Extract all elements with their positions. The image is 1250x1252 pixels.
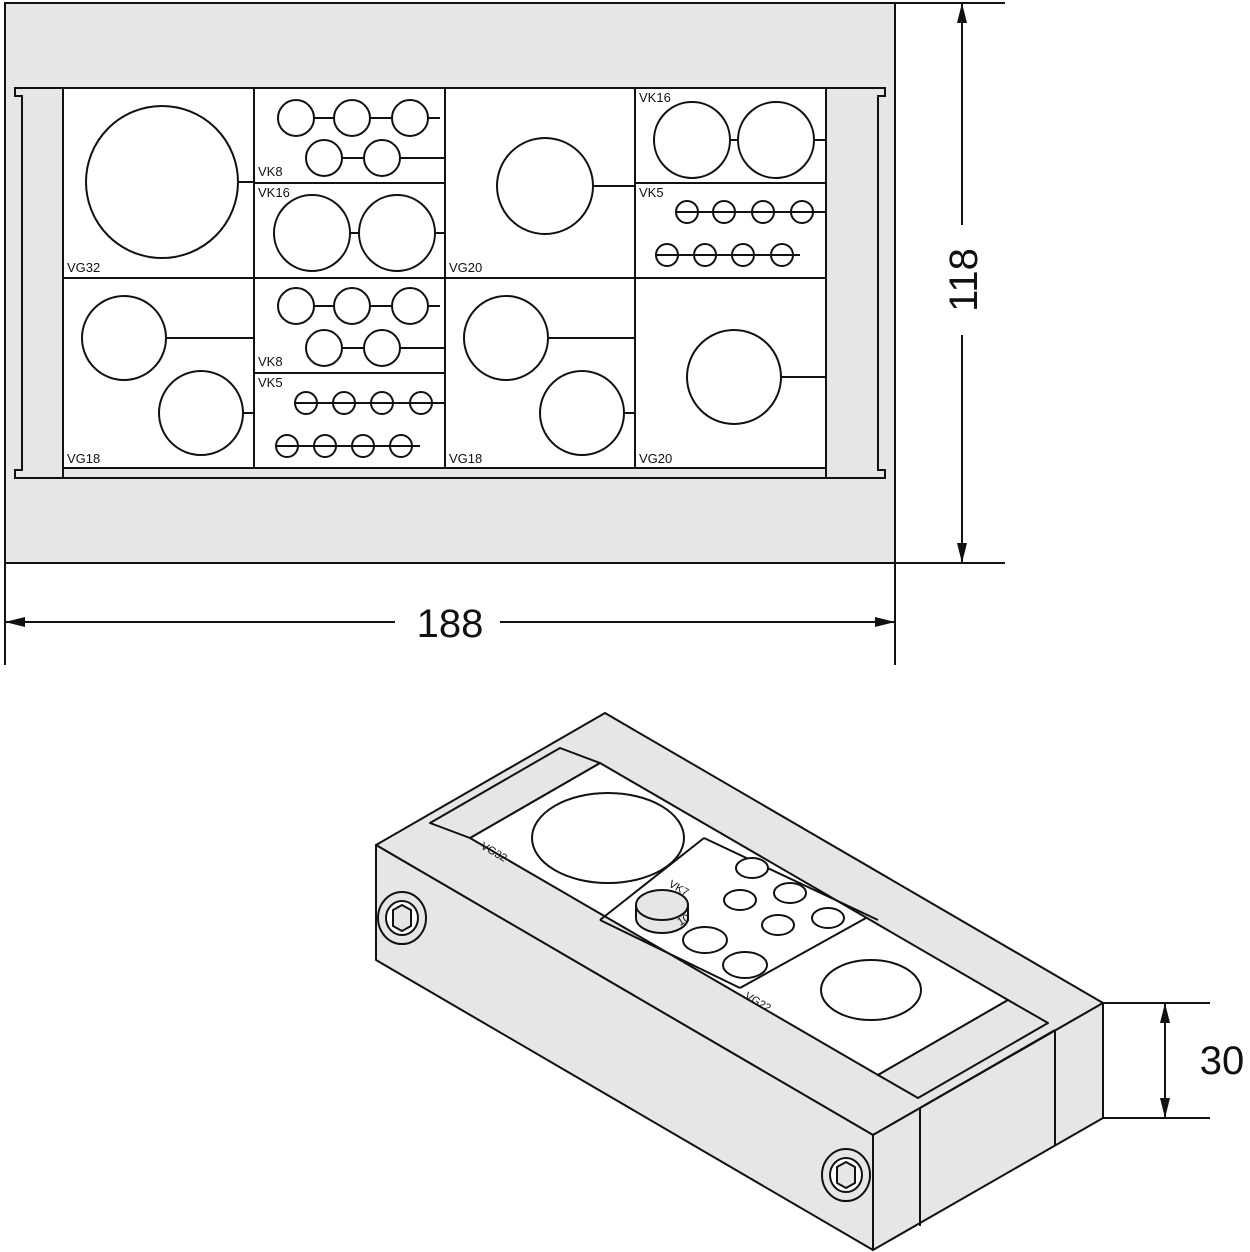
- label-vk8-bottom: VK8: [258, 354, 283, 369]
- top-view: [4, 2, 896, 564]
- dimension-lines-top: [4, 2, 1005, 665]
- vk16-left-module: [273, 194, 445, 272]
- label-vg32: VG32: [67, 260, 100, 275]
- iso-label-10: 10: [676, 912, 693, 929]
- vk8-bottom-module: [277, 287, 445, 367]
- right-side-bar: [825, 87, 886, 479]
- vk16-right-module: [653, 101, 826, 179]
- label-vg20-bottom: VG20: [639, 451, 672, 466]
- dimension-depth: 30: [1200, 1039, 1245, 1083]
- vk8-top-module: [277, 99, 445, 177]
- label-vk5-top: VK5: [639, 185, 664, 200]
- dimension-lines-iso: [1103, 1002, 1210, 1119]
- label-vk8-top: VK8: [258, 164, 283, 179]
- label-vk16-left: VK16: [258, 185, 290, 200]
- vg18-left-module: [81, 295, 254, 456]
- dimension-width: 188: [417, 602, 484, 646]
- vg32-module: [85, 105, 254, 259]
- vg20-top-module: [496, 137, 635, 235]
- vg20-bottom-module: [686, 329, 826, 425]
- dimension-height: 118: [942, 248, 986, 312]
- vg18-mid-module: [463, 295, 635, 456]
- label-vg18-mid: VG18: [449, 451, 482, 466]
- vk5-bottom-module: [275, 391, 445, 458]
- iso-view: [375, 712, 1104, 1251]
- top-view-labels: VG32 VK8 VK16 VG20 VK16 VK5 VG18 VK8 VK5…: [67, 90, 672, 466]
- label-vk5-bottom: VK5: [258, 375, 283, 390]
- left-side-bar: [14, 87, 64, 479]
- screw-right: [821, 1148, 871, 1202]
- label-vg20-top: VG20: [449, 260, 482, 275]
- vk5-top-module: [655, 200, 826, 267]
- label-vg18-left: VG18: [67, 451, 100, 466]
- screw-left: [377, 891, 427, 945]
- label-vk16-right: VK16: [639, 90, 671, 105]
